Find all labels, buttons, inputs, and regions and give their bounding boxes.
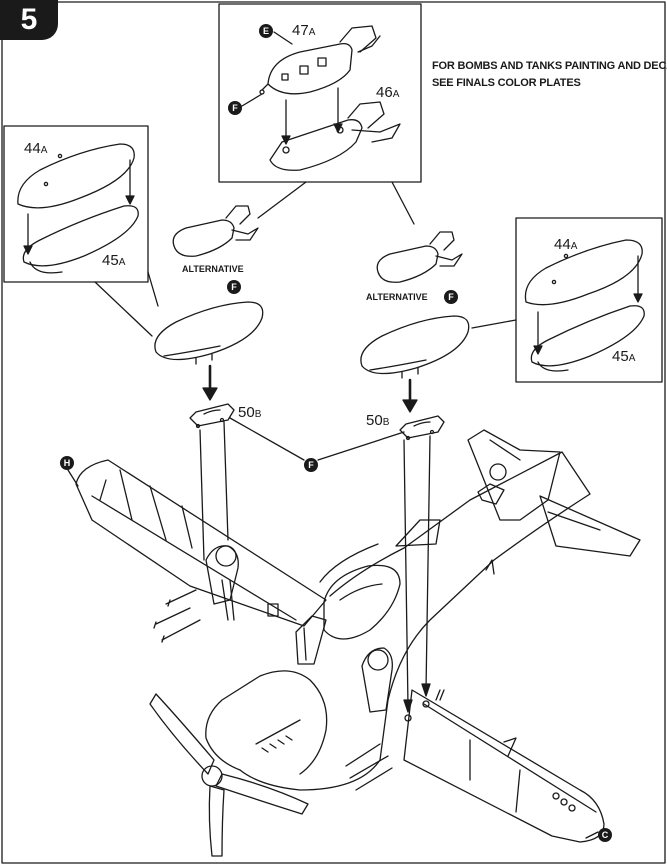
drop-tank-right <box>360 315 470 379</box>
marker-f-tank-right: F <box>444 290 458 304</box>
marker-h: H <box>60 456 74 470</box>
drop-tank-left <box>154 301 264 365</box>
callout-line <box>241 93 263 107</box>
arrow-head <box>533 345 543 355</box>
tank-detail-box-right <box>515 217 663 383</box>
part-label-47a: 47A <box>292 22 316 39</box>
aircraft-model <box>75 429 641 857</box>
leader-line <box>147 271 159 307</box>
arrow-head <box>421 683 431 697</box>
assembly-line <box>425 435 431 691</box>
assembly-line <box>403 439 409 707</box>
tank-upper-half-left <box>17 143 135 209</box>
tank-lower-half-right <box>530 305 645 372</box>
callout-line <box>317 431 405 461</box>
step-number-badge: 5 <box>0 0 58 40</box>
part-label-45a-right: 45A <box>612 348 636 365</box>
painting-note-line-2: See Finals Color Plates <box>432 77 581 89</box>
pylon-right <box>399 415 445 441</box>
bomb-lower-half <box>269 101 401 171</box>
part-label-45a-left: 45A <box>102 252 126 269</box>
marker-f-tank-left: F <box>227 280 241 294</box>
part-label-44a-right: 44A <box>554 236 578 253</box>
arrow-head <box>633 293 643 303</box>
tank-detail-box-left <box>3 125 149 283</box>
leader-line <box>94 281 153 337</box>
bomb-upper-half <box>259 25 381 95</box>
marker-c: C <box>598 828 612 842</box>
arrow-head <box>125 195 135 205</box>
callout-line <box>273 31 293 45</box>
arrow-head <box>333 123 343 133</box>
alternative-bomb-right <box>376 231 463 283</box>
alternative-bomb-left <box>172 205 259 257</box>
callout-line <box>585 831 599 839</box>
leader-line <box>471 319 517 329</box>
assembly-line <box>199 429 205 561</box>
arrow-head <box>281 135 291 145</box>
tank-upper-half-right <box>524 239 643 306</box>
pylon-left <box>189 403 235 429</box>
part-label-50b-right: 50B <box>366 412 390 429</box>
alternative-label-left: Alternative <box>182 264 244 274</box>
marker-f-center: F <box>304 458 318 472</box>
arrow-head <box>23 245 33 255</box>
arrow-head <box>202 387 218 401</box>
painting-note: For Bombs And Tanks Painting And Decals … <box>432 58 667 92</box>
marker-e: E <box>259 24 273 38</box>
part-label-46a: 46A <box>376 84 400 101</box>
part-label-50b-left: 50B <box>238 404 262 421</box>
arrow-head <box>402 399 418 413</box>
assembly-line <box>223 421 229 541</box>
bomb-detail-box <box>218 3 422 183</box>
callout-line <box>229 417 305 461</box>
leader-line <box>257 181 307 219</box>
alternative-label-right: Alternative <box>366 292 428 302</box>
marker-f-top: F <box>228 101 242 115</box>
part-label-44a-left: 44A <box>24 140 48 157</box>
painting-note-line-1: For Bombs And Tanks Painting And Decals <box>432 60 667 72</box>
leader-line <box>391 181 415 225</box>
callout-line <box>67 469 79 487</box>
tank-lower-half-left <box>22 205 139 274</box>
